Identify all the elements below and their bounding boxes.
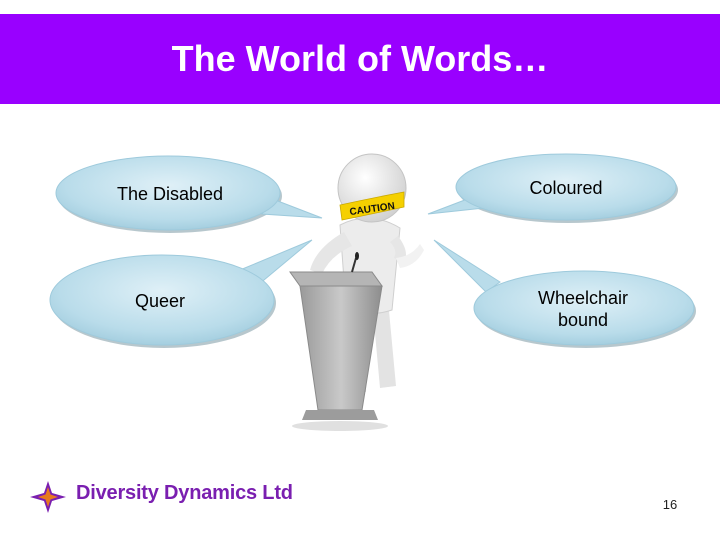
logo-text: Diversity Dynamics Ltd (76, 482, 293, 504)
speech-bubble-wheelchair-bound (433, 239, 696, 348)
bubble-text-queer: Queer (134, 291, 186, 311)
podium (289, 252, 388, 431)
speech-bubble-coloured (427, 153, 678, 223)
title-bar: The World of Words… (0, 14, 720, 104)
bubble-text-coloured: Coloured (529, 178, 603, 198)
company-logo: Diversity Dynamics Ltd (26, 475, 293, 515)
logo-star-icon (30, 481, 66, 513)
bubble-text-the-disabled: The Disabled (116, 184, 224, 204)
speech-bubble-the-disabled (55, 155, 323, 233)
speech-bubble-queer (49, 239, 313, 348)
page-number: 16 (662, 497, 678, 512)
slide-title: The World of Words… (171, 38, 549, 79)
bubble-text-wheelchair-bound: Wheelchair bound (537, 288, 629, 330)
